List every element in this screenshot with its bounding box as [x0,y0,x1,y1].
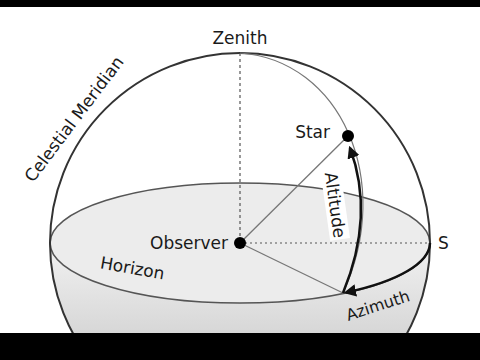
observer-dot [234,237,246,249]
altitude-label: Altitude [320,169,350,242]
azimuth-sightline [240,243,343,293]
star-label: Star [295,122,330,142]
star-dot [342,130,354,142]
south-line [240,242,430,243]
observer-label: Observer [150,233,228,253]
azimuth-label: Azimuth [344,286,413,325]
zenith-label: Zenith [212,28,267,48]
bottom-bar [0,333,480,360]
top-bar [0,0,480,7]
zenith-line [239,53,240,243]
south-label: S [438,233,449,253]
horizon-label: Horizon [98,253,165,284]
meridian-label: Celestial Meridian [20,52,127,185]
azimuth-arrow [346,243,430,293]
sphere-outline [50,53,430,360]
vertical-circle [240,53,363,293]
horizon-plane [50,183,430,303]
